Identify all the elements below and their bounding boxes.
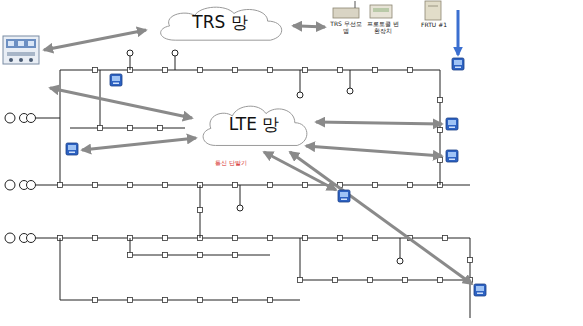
down-arrow [457,10,460,55]
control-center-picture [3,36,39,64]
distribution-lines [36,56,470,318]
terminal-devices [66,58,486,296]
comm-arrows [44,30,472,284]
device-label: 통신 단말기 [214,160,248,167]
equipment-pictures [333,1,441,20]
switch-circles [127,50,403,264]
node-text: LTE 망 [229,115,280,135]
source-transformer [5,113,36,243]
node-text: 프로토콜 변환장치 [366,21,400,35]
comm-link [293,26,325,27]
network-cloud: TRS 망 [150,2,290,44]
node-text: TRS 망 [192,13,247,33]
equipment-label: TRS 무선모뎀 [328,21,364,35]
node-text: TRS 무선모뎀 [328,21,364,35]
equipment-label: FRTU #1 [420,22,448,29]
node-text: FRTU #1 [420,22,448,29]
equipment-label: 프로토콜 변환장치 [366,21,400,35]
network-cloud: LTE 망 [194,100,314,150]
